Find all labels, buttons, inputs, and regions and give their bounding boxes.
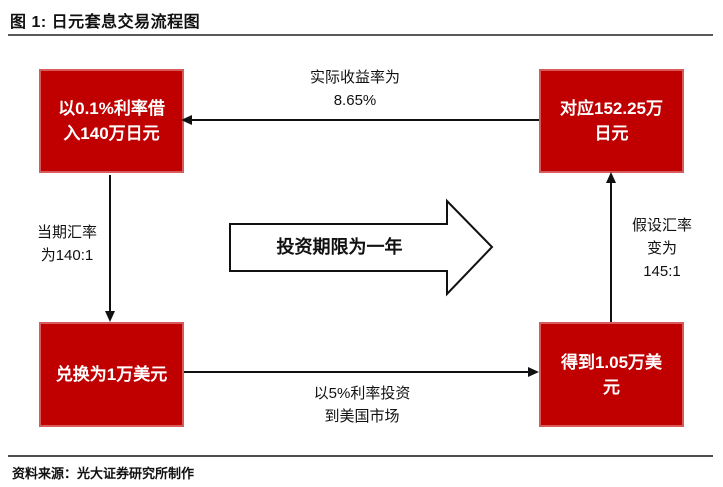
footer-rule bbox=[8, 455, 713, 457]
figure-title: 图 1: 日元套息交易流程图 bbox=[10, 14, 201, 31]
title-underline bbox=[8, 34, 713, 36]
arrow-right-line bbox=[610, 183, 612, 322]
label-actual-return: 实际收益率为 8.65% bbox=[309, 69, 400, 109]
node-receive-usd: 得到1.05万美 元 bbox=[539, 322, 684, 427]
arrow-left-head-icon bbox=[181, 115, 192, 125]
source-note: 资料来源：光大证券研究所制作 bbox=[12, 466, 195, 481]
investment-period-label: 投资期限为一年 bbox=[276, 237, 403, 257]
arrow-down-head-icon bbox=[105, 311, 115, 322]
label-assumed-rate: 假设汇率 变为 145:1 bbox=[631, 217, 692, 280]
label-spot-rate: 当期汇率 为140:1 bbox=[36, 224, 97, 264]
label-invest: 以5%利率投资 到美国市场 bbox=[313, 385, 411, 425]
arrow-left-line bbox=[109, 175, 111, 314]
arrow-right-head-icon bbox=[528, 367, 539, 377]
investment-period-arrow-icon bbox=[229, 198, 494, 297]
node-exchange-usd: 兑换为1万美元 bbox=[39, 322, 184, 427]
node-borrow-yen: 以0.1%利率借 入140万日元 bbox=[39, 69, 184, 173]
arrow-up-head-icon bbox=[606, 172, 616, 183]
arrow-top-line bbox=[190, 119, 539, 121]
node-corresponding-yen: 对应152.25万 日元 bbox=[539, 69, 684, 173]
arrow-bottom-line bbox=[184, 371, 531, 373]
